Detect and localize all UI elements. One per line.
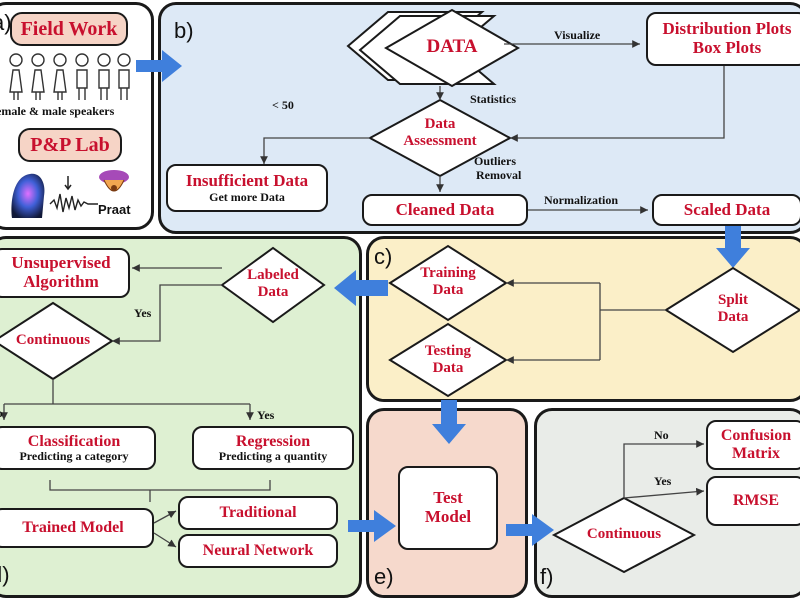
regression-title: Regression [235, 432, 311, 450]
classification-sub: Predicting a category [19, 449, 129, 464]
traditional-label: Traditional [219, 504, 297, 522]
classification-box: Classification Predicting a category [0, 426, 156, 470]
labeled-line2: Data [257, 284, 289, 301]
unsupervised-box: Unsupervised Algorithm [0, 248, 130, 298]
confusion-line2: Matrix [732, 445, 780, 462]
panel-f-label: f) [540, 564, 554, 589]
speakers-caption: female & male speakers [0, 104, 115, 118]
pp-lab-pill: P&P Lab [18, 128, 122, 162]
assessment-line1: Data [424, 116, 456, 132]
rmse-label: RMSE [732, 492, 780, 510]
no-d-label: No [0, 406, 3, 421]
yes-f-label: Yes [654, 474, 672, 488]
praat-icon [99, 170, 129, 192]
panel-d-label: d) [0, 562, 10, 587]
training-line1: Training [420, 265, 476, 281]
labeled-data-diamond [220, 246, 326, 324]
insufficient-data-box: Insufficient Data Get more Data [166, 164, 328, 212]
testing-text: Testing Data [408, 343, 488, 378]
test-line1: Test [433, 488, 463, 508]
classification-title: Classification [27, 432, 121, 450]
yes2-label: Yes [257, 408, 275, 422]
blue-arrow-scaled-to-split [716, 224, 750, 268]
insufficient-title: Insufficient Data [185, 171, 309, 191]
testing-line1: Testing [424, 343, 472, 359]
panel-a-label: a) [0, 10, 12, 35]
scaled-data-box: Scaled Data [652, 194, 800, 226]
confusion-matrix-box: Confusion Matrix [706, 420, 800, 470]
data-diamond [383, 8, 521, 88]
outliers-line1: Outliers [474, 154, 516, 168]
plots-line2: Box Plots [692, 38, 762, 57]
trained-model-label: Trained Model [22, 519, 124, 537]
panel-b-label: b) [174, 18, 194, 43]
blue-arrow-c-to-d [334, 270, 388, 306]
field-work-label: Field Work [20, 18, 118, 40]
testing-line2: Data [432, 360, 464, 377]
no-f-label: No [654, 428, 669, 442]
neural-network-box: Neural Network [178, 534, 338, 568]
assessment-line2: Assessment [403, 133, 477, 150]
neural-network-label: Neural Network [202, 542, 314, 560]
brain-waveform-icon [11, 173, 98, 218]
speakers-icon [9, 53, 131, 100]
split-line1: Split [717, 292, 748, 308]
split-text: Split Data [703, 292, 763, 327]
continuous-diamond-f [551, 496, 697, 574]
lt50-label: < 50 [272, 98, 294, 112]
split-data-diamond [664, 266, 800, 354]
split-line2: Data [717, 309, 749, 326]
regression-box: Regression Predicting a quantity [192, 426, 354, 470]
traditional-box: Traditional [178, 496, 338, 530]
regression-sub: Predicting a quantity [218, 449, 328, 464]
distribution-plots-box: Distribution Plots Box Plots [646, 12, 800, 66]
panel-c-label: c) [374, 244, 393, 269]
labeled-text: Labeled Data [238, 267, 308, 302]
scaled-label: Scaled Data [683, 199, 771, 219]
blue-arrow-testing-to-test [432, 400, 466, 444]
panel-e-label: e) [374, 564, 394, 589]
training-text: Training Data [408, 265, 488, 300]
blue-arrow-d-to-test [348, 510, 396, 542]
continuous-f-label: Continuous [586, 526, 662, 542]
unsupervised-line1: Unsupervised [11, 253, 111, 273]
labeled-line1: Labeled [247, 267, 299, 283]
rmse-box: RMSE [706, 476, 800, 526]
plots-line1: Distribution Plots [662, 19, 792, 39]
outliers-line2: Removal [476, 168, 522, 183]
cleaned-label: Cleaned Data [395, 199, 495, 219]
continuous-d-label: Continuous [15, 332, 91, 348]
test-line2: Model [424, 507, 472, 526]
test-model-box: Test Model [398, 466, 498, 550]
visualize-label: Visualize [554, 28, 601, 42]
pp-lab-label: P&P Lab [30, 134, 110, 156]
insufficient-sub: Get more Data [209, 189, 285, 204]
blue-arrow-a-to-b [136, 50, 182, 82]
statistics-label: Statistics [470, 92, 516, 106]
blue-arrow-test-to-f [506, 514, 554, 546]
training-line2: Data [432, 282, 464, 299]
data-label: DATA [426, 36, 478, 57]
yes1-label: Yes [134, 306, 152, 320]
assessment-text: Data Assessment [394, 116, 486, 151]
trained-model-box: Trained Model [0, 508, 154, 548]
outliers-label: Outliers Removal [474, 154, 521, 183]
normalization-label: Normalization [544, 193, 618, 207]
praat-label: Praat [98, 202, 131, 217]
unsupervised-line2: Algorithm [23, 272, 99, 291]
cleaned-data-box: Cleaned Data [362, 194, 528, 226]
confusion-line1: Confusion [720, 427, 792, 445]
field-work-pill: Field Work [10, 12, 128, 46]
